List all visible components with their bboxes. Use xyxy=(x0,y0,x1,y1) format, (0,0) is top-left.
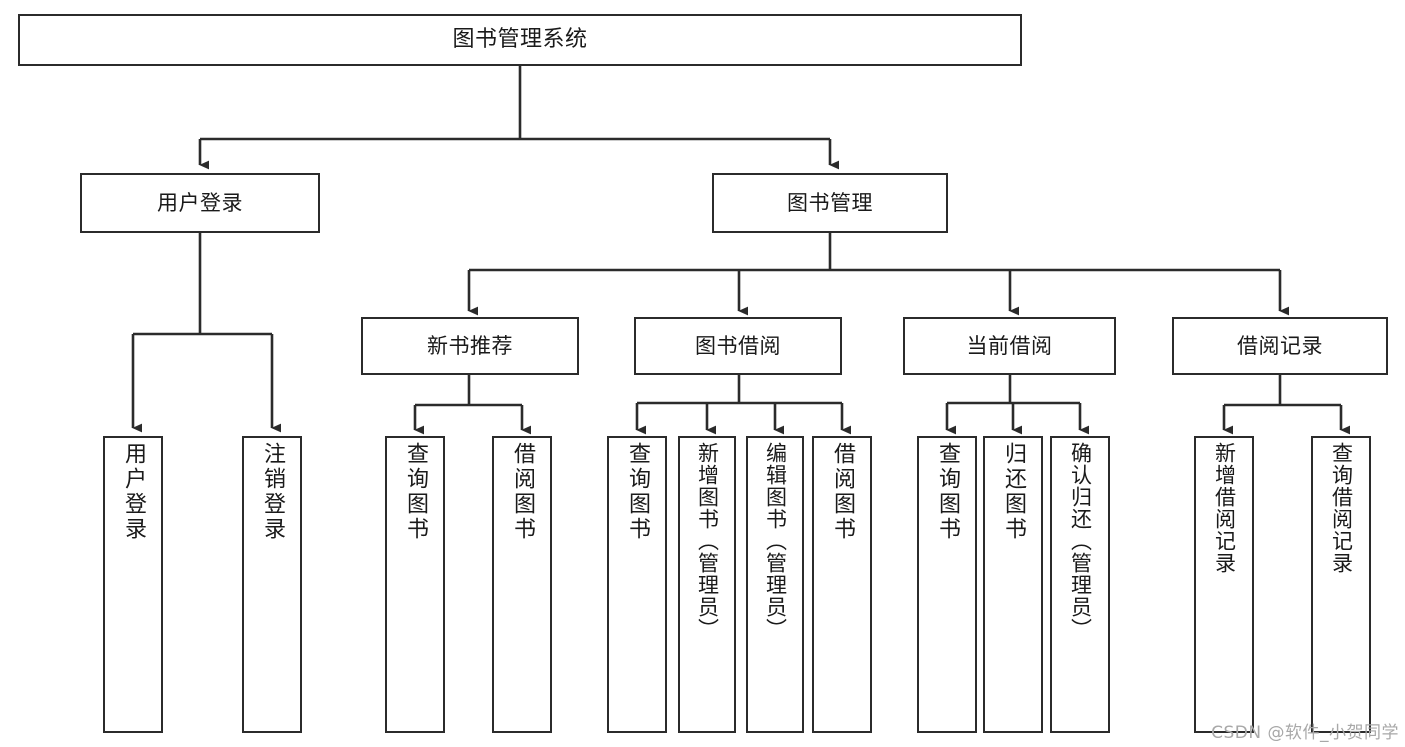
node-user-login[interactable]: 用户登录 xyxy=(80,173,320,233)
node-label: 图书管理 xyxy=(787,190,873,215)
node-root-system[interactable]: 图书管理系统 xyxy=(18,14,1022,66)
leaf-recommend-query-book[interactable]: 查询图书 xyxy=(385,436,445,733)
node-label: 查询图书 xyxy=(935,442,960,542)
node-label: 新书推荐 xyxy=(427,333,513,358)
node-label: 编辑图书（管理员） xyxy=(763,442,788,640)
leaf-current-return-book[interactable]: 归还图书 xyxy=(983,436,1043,733)
leaf-record-add-record[interactable]: 新增借阅记录 xyxy=(1194,436,1254,733)
node-borrow-record[interactable]: 借阅记录 xyxy=(1172,317,1388,375)
leaf-recommend-borrow-book[interactable]: 借阅图书 xyxy=(492,436,552,733)
node-label: 查询图书 xyxy=(403,442,428,542)
node-label: 用户登录 xyxy=(157,190,243,215)
node-label: 归还图书 xyxy=(1001,442,1026,542)
node-label: 确认归还（管理员） xyxy=(1068,442,1093,640)
node-label: 借阅图书 xyxy=(830,442,855,542)
leaf-user-login-logout[interactable]: 注销登录 xyxy=(242,436,302,733)
leaf-current-query-book[interactable]: 查询图书 xyxy=(917,436,977,733)
node-label: 用户登录 xyxy=(121,442,146,542)
node-label: 图书管理系统 xyxy=(452,27,588,53)
node-label: 借阅图书 xyxy=(510,442,535,542)
node-new-book-recommend[interactable]: 新书推荐 xyxy=(361,317,579,375)
leaf-borrow-add-book-admin[interactable]: 新增图书（管理员） xyxy=(678,436,736,733)
node-book-borrow[interactable]: 图书借阅 xyxy=(634,317,842,375)
leaf-borrow-edit-book-admin[interactable]: 编辑图书（管理员） xyxy=(746,436,804,733)
node-label: 借阅记录 xyxy=(1237,333,1323,358)
watermark-text: CSDN @软件_小贺同学 xyxy=(1211,723,1399,743)
leaf-current-confirm-return-admin[interactable]: 确认归还（管理员） xyxy=(1050,436,1110,733)
node-label: 查询图书 xyxy=(625,442,650,542)
leaf-borrow-borrow-book[interactable]: 借阅图书 xyxy=(812,436,872,733)
node-label: 新增借阅记录 xyxy=(1212,442,1237,574)
node-label: 查询借阅记录 xyxy=(1329,442,1354,574)
node-label: 当前借阅 xyxy=(966,333,1053,358)
node-book-management[interactable]: 图书管理 xyxy=(712,173,948,233)
node-label: 注销登录 xyxy=(260,442,285,542)
node-label: 图书借阅 xyxy=(695,333,781,358)
node-label: 新增图书（管理员） xyxy=(695,442,720,640)
leaf-user-login-login[interactable]: 用户登录 xyxy=(103,436,163,733)
leaf-record-query-record[interactable]: 查询借阅记录 xyxy=(1311,436,1371,733)
node-current-borrow[interactable]: 当前借阅 xyxy=(903,317,1116,375)
leaf-borrow-query-book[interactable]: 查询图书 xyxy=(607,436,667,733)
